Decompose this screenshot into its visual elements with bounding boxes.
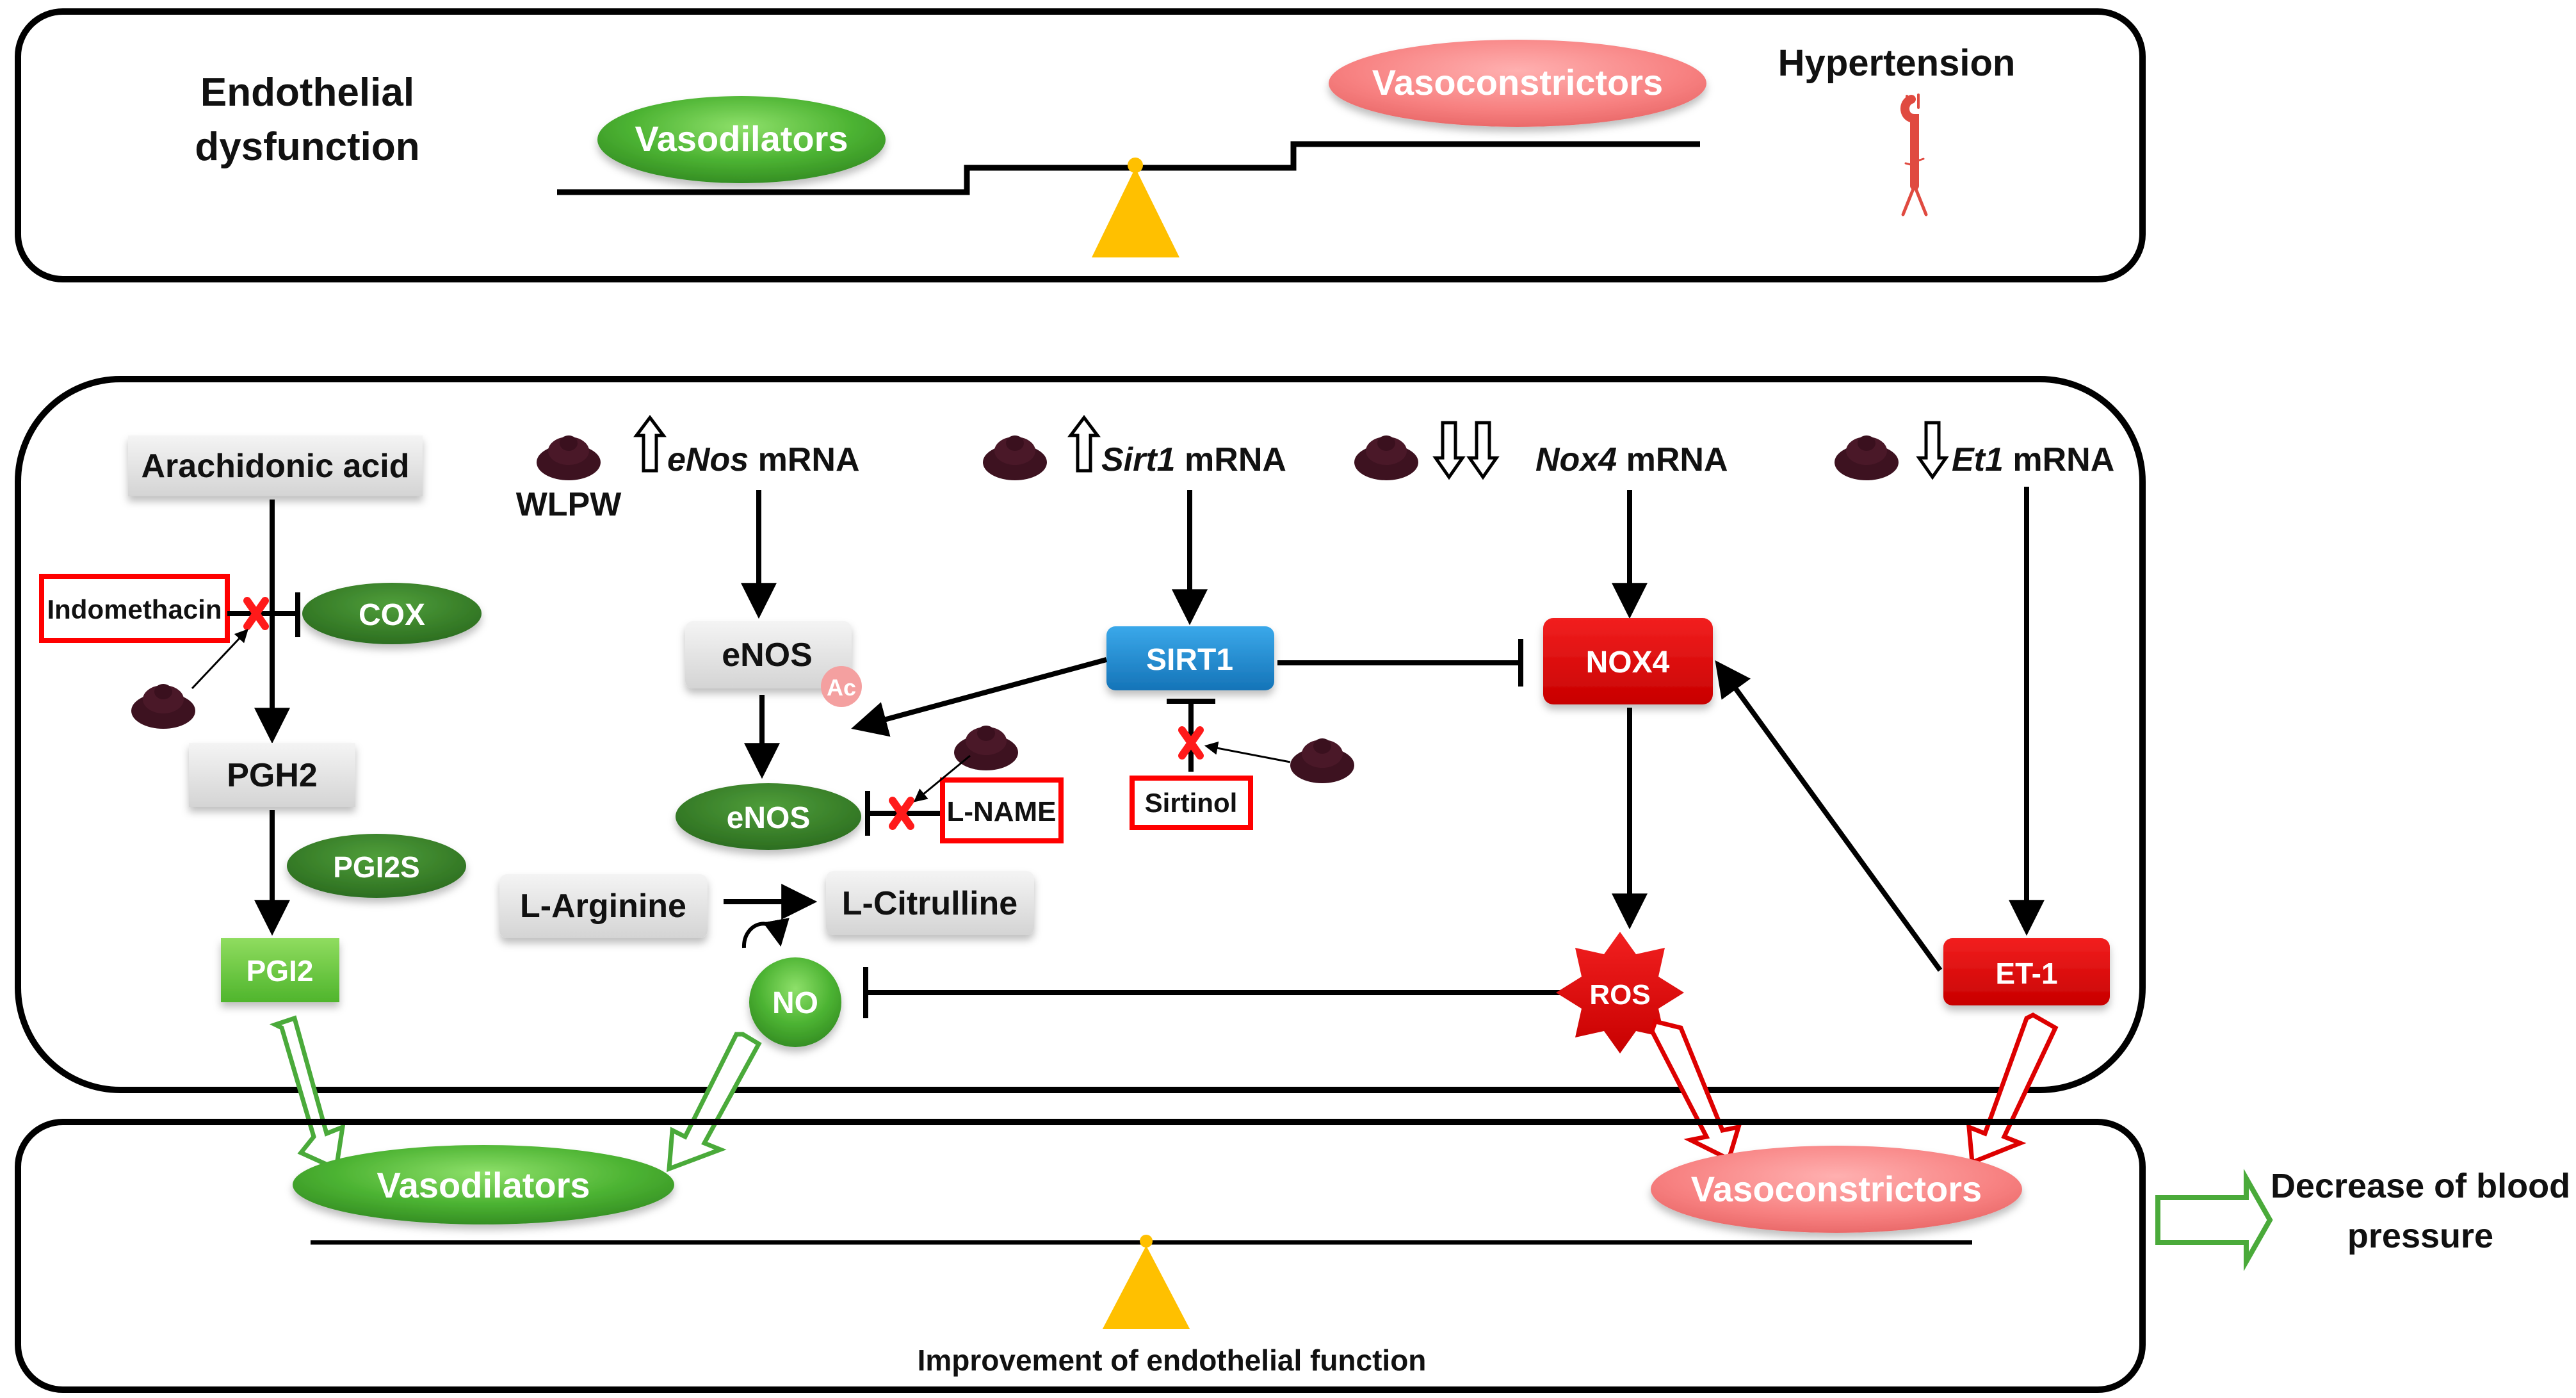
bottom-panel: Vasodilators Vasoconstrictors Improvemen…: [15, 1119, 2146, 1393]
sirt1-box: [1106, 626, 1274, 690]
enos-active-label: eNOS: [727, 801, 811, 835]
indomethacin-label: Indomethacin: [47, 594, 222, 624]
wlpw-powder-icon: [1354, 435, 1418, 480]
seesaw-pivot: [1128, 158, 1143, 173]
no-to-vasodilators-arrow: [667, 1032, 762, 1173]
acetyl-badge: [821, 666, 862, 707]
l-citrulline-box: [826, 871, 1034, 935]
hypertension-title: Hypertension: [1778, 42, 2016, 84]
pathway-panel-frame: [15, 376, 2146, 1093]
sirt1-label: SIRT1: [1146, 643, 1233, 677]
bottom-vasoconstrictors-ellipse: [1651, 1146, 2022, 1233]
nox4-mrna-down-arrow-icon-2: [1466, 421, 1500, 480]
top-vasodilators-label: Vasodilators: [635, 118, 848, 159]
cox-ellipse: [302, 583, 482, 644]
nox4-box: [1543, 618, 1713, 704]
acetyl-label: Ac: [827, 674, 856, 701]
l-name-label: L-NAME: [946, 796, 1056, 827]
pgi2-box: [221, 938, 339, 1002]
improvement-caption: Improvement of endothelial function: [918, 1344, 1427, 1377]
outcome-line2: pressure: [2347, 1217, 2493, 1255]
decrease-bp-arrow-icon: [2155, 1168, 2273, 1272]
arrow-et1-to-nox4: [1715, 660, 1943, 972]
sirt1-mrna-label: Sirt1 mRNA: [1101, 441, 1286, 478]
et1-mrna-down-arrow-icon: [1916, 421, 1949, 480]
no-circle: [749, 957, 841, 1047]
enos-mrna-label: eNos mRNA: [667, 441, 860, 478]
wlpw-label: WLPW: [516, 486, 622, 523]
top-panel-frame: [15, 8, 2146, 282]
ros-label: ROS: [1589, 979, 1650, 1011]
enos-mrna-suffix: mRNA: [749, 441, 859, 478]
arachidonic-acid-box: [128, 435, 423, 496]
enos-protein-box: [685, 621, 852, 688]
wlpw-powder-icon: [954, 726, 1018, 770]
seesaw-pivot-bottom: [1140, 1235, 1153, 1248]
sirt1-gene-name: Sirt1: [1101, 441, 1176, 478]
nox4-label: NOX4: [1586, 646, 1670, 679]
pgi2-label: PGI2: [247, 954, 314, 988]
sirtinol-box: [1130, 776, 1253, 830]
powder-to-l-name-arrow: [913, 754, 971, 802]
fulcrum-triangle-bottom: [1103, 1246, 1190, 1329]
arachidonic-acid-label: Arachidonic acid: [142, 448, 410, 485]
bottom-panel-frame: [15, 1119, 2146, 1393]
et1-gene-name: Et1: [1952, 441, 2004, 478]
et1-mrna-label: Et1 mRNA: [1952, 441, 2114, 478]
wlpw-powder-icon: [1290, 738, 1354, 783]
pgi2-to-vasodilators-arrow: [269, 1015, 346, 1173]
bottom-vasoconstrictors-label: Vasoconstrictors: [1691, 1169, 1982, 1209]
nox4-mrna-label: Nox4 mRNA: [1535, 441, 1728, 478]
sirt1-mrna-up-arrow-icon: [1067, 414, 1101, 473]
cox-label: COX: [359, 598, 425, 632]
et1-label: ET-1: [1995, 957, 2057, 990]
pgi2s-ellipse: [287, 834, 466, 898]
wlpw-powder-icon: [1835, 435, 1899, 480]
enos-gene-name: eNos: [667, 441, 749, 478]
fulcrum-triangle-top: [1092, 168, 1179, 257]
wlpw-powder-icon: [537, 435, 601, 480]
pathway-panel: Arachidonic acid Indomethacin COX PGH2 P…: [15, 376, 2146, 1093]
pgh2-box: [189, 743, 355, 807]
top-vasoconstrictors-label: Vasoconstrictors: [1372, 62, 1663, 102]
wlpw-powder-icon: [983, 435, 1047, 480]
top-panel: Endothelial dysfunction Vasodilators Vas…: [15, 8, 2146, 282]
outcome-line1: Decrease of blood: [2271, 1167, 2570, 1205]
nox4-mrna-down-arrow-icon-1: [1432, 421, 1466, 480]
wlpw-powder-icon: [131, 684, 195, 729]
top-vasoconstrictors-ellipse: [1329, 40, 1706, 127]
aorta-icon: [1900, 93, 1928, 216]
endothelial-dysfunction-title-line1: Endothelial: [200, 70, 414, 115]
l-citrulline-label: L-Citrulline: [842, 885, 1017, 922]
et1-box: [1943, 938, 2110, 1005]
nox4-mrna-suffix: mRNA: [1617, 441, 1728, 478]
no-label: NO: [772, 986, 818, 1020]
curved-arrow-to-no: [741, 918, 790, 948]
ros-star: [1556, 932, 1684, 1053]
l-arginine-label: L-Arginine: [520, 888, 686, 925]
sirt1-mrna-suffix: mRNA: [1176, 441, 1286, 478]
l-arginine-box: [499, 874, 708, 938]
endothelial-dysfunction-title-line2: dysfunction: [195, 125, 419, 169]
enos-mrna-up-arrow-icon: [633, 414, 667, 473]
powder-to-sirtinol-arrow: [1204, 741, 1291, 763]
enos-active-ellipse: [676, 783, 861, 850]
sirtinol-label: Sirtinol: [1145, 788, 1238, 818]
nox4-gene-name: Nox4: [1535, 441, 1617, 478]
bottom-vasodilators-ellipse: [293, 1145, 674, 1224]
bottom-vasodilators-label: Vasodilators: [377, 1165, 590, 1205]
top-vasodilators-ellipse: [597, 96, 886, 183]
pgi2s-label: PGI2S: [333, 850, 420, 884]
indomethacin-box: [39, 574, 230, 643]
l-name-box: [940, 777, 1064, 843]
et1-mrna-suffix: mRNA: [2004, 441, 2114, 478]
enos-protein-label: eNOS: [722, 637, 813, 674]
arrow-sirt1-to-enos: [851, 657, 1108, 737]
powder-to-indomethacin-arrow: [191, 628, 248, 690]
pgh2-label: PGH2: [227, 757, 318, 794]
